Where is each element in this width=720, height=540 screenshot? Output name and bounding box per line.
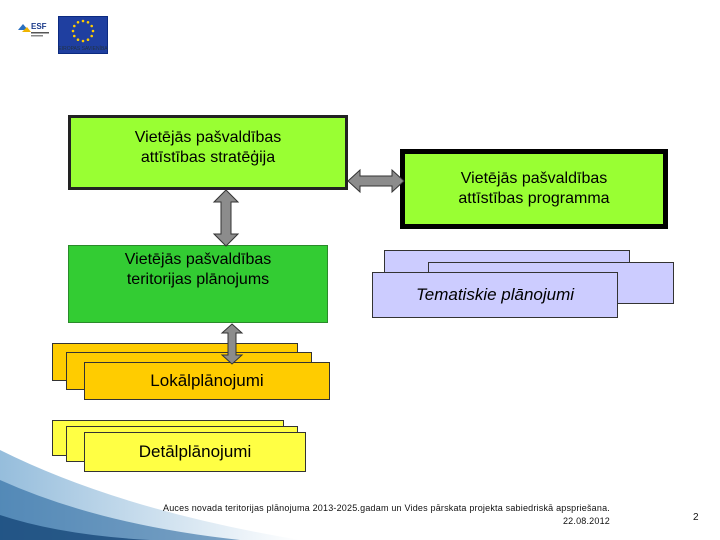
- esf-logo-text: ESF: [31, 22, 47, 31]
- strategy-node-label: Vietējās pašvaldības attīstības stratēģi…: [108, 128, 308, 168]
- footer-caption-line1: Auces novada teritorijas plānojuma 2013-…: [90, 502, 610, 515]
- programme-node-label: Vietējās pašvaldības attīstības programm…: [434, 169, 634, 209]
- strategy-node: Vietējās pašvaldības attīstības stratēģi…: [68, 115, 348, 190]
- territory-plan-node: Vietējās pašvaldības teritorijas plānoju…: [68, 245, 328, 323]
- eu-flag-caption: EIROPAS SAVIENĪBA: [56, 46, 110, 54]
- programme-node: Vietējās pašvaldības attīstības programm…: [400, 149, 668, 229]
- thematic-plans-node: Tematiskie plānojumi: [372, 272, 618, 318]
- arrow-strategy-programme: [346, 168, 406, 194]
- territory-plan-node-label: Vietējās pašvaldības teritorijas plānoju…: [93, 250, 303, 290]
- local-plans-node: Lokālplānojumi: [84, 362, 330, 400]
- detail-plans-node-label: Detālplānojumi: [139, 441, 251, 462]
- arrow-strategy-territory: [212, 188, 240, 248]
- local-plans-node-label: Lokālplānojumi: [150, 370, 263, 391]
- detail-plans-node: Detālplānojumi: [84, 432, 306, 472]
- footer-caption-date: 22.08.2012: [90, 515, 610, 528]
- footer-caption: Auces novada teritorijas plānojuma 2013-…: [90, 502, 610, 528]
- page-number: 2: [693, 512, 699, 523]
- esf-logo: ESF: [16, 18, 54, 40]
- arrow-territory-local: [220, 322, 244, 366]
- thematic-plans-node-label: Tematiskie plānojumi: [416, 284, 574, 305]
